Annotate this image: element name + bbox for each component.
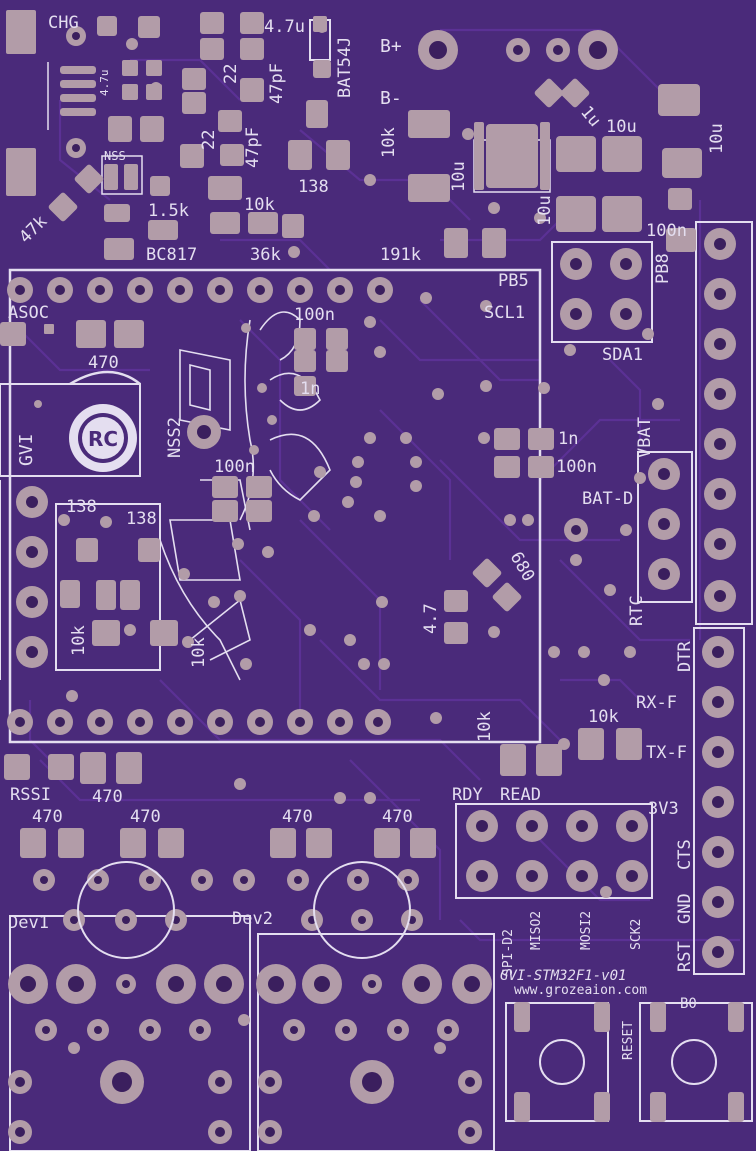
label-r10k-a: 10k <box>379 127 399 158</box>
label-r470-f: 470 <box>382 807 413 827</box>
label-r22-b: 22 <box>199 130 219 150</box>
label-rx-f: RX-F <box>636 693 677 713</box>
label-vbat: VBAT <box>635 417 655 458</box>
label-scl1: SCL1 <box>484 303 525 323</box>
label-rdy: RDY <box>452 785 483 805</box>
label-asoc: ASOC <box>8 303 49 323</box>
label-4-7u-top: 4.7u <box>264 17 305 37</box>
label-r10k-f: 10k <box>475 711 495 742</box>
label-dev2: Dev2 <box>232 909 273 929</box>
label-bc817: BC817 <box>146 245 197 265</box>
label-r191k: 191k <box>380 245 421 265</box>
label-4-7u-small: 4.7u <box>98 70 111 97</box>
label-10u-c: 10u <box>707 123 727 154</box>
smd-pads <box>0 10 744 1122</box>
label-r22-a: 22 <box>221 64 241 84</box>
label-47pf-b: 47pF <box>243 127 263 168</box>
label-b-minus: B- <box>380 88 402 109</box>
label-100n-mid: 100n <box>294 305 335 325</box>
label-dtr: DTR <box>675 641 695 672</box>
label-47pf-a: 47pF <box>267 63 287 104</box>
label-r1-5k: 1.5k <box>148 201 189 221</box>
label-read: READ <box>500 785 541 805</box>
label-bat54j: BAT54J <box>335 37 355 98</box>
label-spi-d2: SPI-D2 <box>501 929 516 976</box>
label-r138-b: 138 <box>126 509 157 529</box>
label-tx-f: TX-F <box>646 743 687 763</box>
label-r36k: 36k <box>250 245 281 265</box>
label-r4-7: 4.7 <box>421 603 441 634</box>
label-gnd: GND <box>675 893 695 924</box>
silkscreen-outlines <box>0 19 753 1151</box>
label-r10k-d: 10k <box>189 637 209 668</box>
label-bat-d: BAT-D <box>582 489 633 509</box>
label-rssi: RSSI <box>10 785 51 805</box>
label-1n-a: 1n <box>300 379 320 399</box>
label-dev1: Dev1 <box>8 913 49 933</box>
label-r470-a: 470 <box>88 353 119 373</box>
label-10u-a: 10u <box>449 161 469 192</box>
label-r10k-b: 10k <box>244 195 275 215</box>
label-r138-a: 138 <box>66 497 97 517</box>
label-10u-b: 10u <box>606 117 637 137</box>
label-rst: RST <box>675 941 695 972</box>
label-100n-top: 100n <box>646 221 687 241</box>
label-pb8: PB8 <box>653 253 673 284</box>
label-r470-d: 470 <box>130 807 161 827</box>
label-b-plus: B+ <box>380 36 402 57</box>
vias <box>58 23 664 1054</box>
label-r10k-e: 10k <box>588 707 619 727</box>
label-gvi: GVI <box>16 433 37 466</box>
label-b0: B0 <box>680 996 697 1012</box>
label-r470-c: 470 <box>32 807 63 827</box>
label-chg: CHG <box>48 13 79 33</box>
label-r470-e: 470 <box>282 807 313 827</box>
label-mosi2: MOSI2 <box>579 911 594 950</box>
label-rtc: RTC <box>627 595 647 626</box>
label-sda1: SDA1 <box>602 345 643 365</box>
rc-oscillator: RC <box>34 370 141 472</box>
label-100n-b: 100n <box>556 457 597 477</box>
silkscreen-labels: CHG 4.7u BAT54J B+ B- 4.7u 22 22 47pF 47… <box>8 13 727 1060</box>
label-r470-b: 470 <box>92 787 123 807</box>
label-cts: CTS <box>675 839 695 870</box>
label-3v3: 3V3 <box>648 799 679 819</box>
label-miso2: MISO2 <box>529 911 544 950</box>
label-r10k-c: 10k <box>69 625 89 656</box>
label-version: GVI-STM32F1-v01 <box>500 968 626 984</box>
label-website: www.grozeaion.com <box>514 983 647 998</box>
label-nss2: NSS2 <box>165 417 185 458</box>
rc-label: RC <box>88 427 118 451</box>
label-10u-d: 10u <box>535 195 555 226</box>
label-pb5: PB5 <box>498 271 529 291</box>
label-reset: RESET <box>621 1021 636 1060</box>
label-sck2: SCK2 <box>629 919 644 950</box>
label-r138-top: 138 <box>298 177 329 197</box>
label-1n-b: 1n <box>558 429 578 449</box>
through-hole-pads <box>7 26 736 1144</box>
label-100n-c: 100n <box>214 457 255 477</box>
label-nss-top: NSS <box>104 149 126 163</box>
